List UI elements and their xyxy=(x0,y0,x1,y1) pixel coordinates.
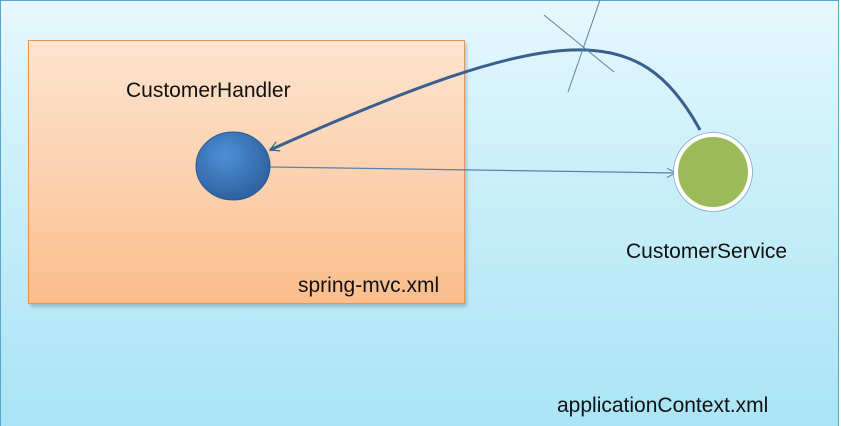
customer-service-label: CustomerService xyxy=(626,240,788,263)
application-context-xml-label: applicationContext.xml xyxy=(557,394,769,417)
customer-service-node-outline xyxy=(673,132,753,212)
handler-to-service-arrow xyxy=(269,166,678,178)
cross-out-mark xyxy=(543,0,615,93)
customer-handler-label: CustomerHandler xyxy=(126,79,291,102)
customer-service-node xyxy=(674,133,752,211)
service-to-handler-curved-arrow xyxy=(268,48,702,152)
spring-mvc-xml-label: spring-mvc.xml xyxy=(298,274,440,297)
customer-handler-node xyxy=(195,131,271,201)
